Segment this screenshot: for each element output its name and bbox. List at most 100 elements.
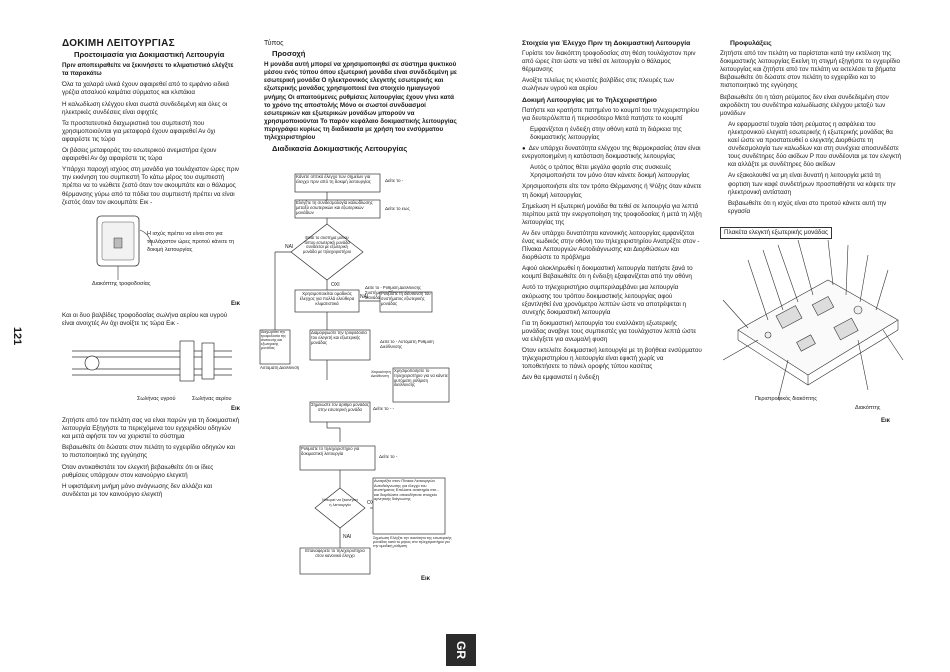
power-note-text: Διαχωρίστε την τροφοδοσία της συσκευής κ… <box>261 330 287 351</box>
check-item: Όλα τα χαλαρά υλικά έχουν αφαιρεθεί από … <box>62 81 230 97</box>
section-title: ΔΟΚΙΜΗ ΛΕΙΤΟΥΡΓΙΑΣ <box>62 38 175 49</box>
liquid-pipe-label: Σωλήνας υγρού <box>137 395 176 402</box>
check-item: Υπάρχει παροχή ισχύος στη μονάδα για του… <box>62 166 239 206</box>
flow-step-3-text: Χρησιμοποιείται ομαδικός έλεγχος για πολ… <box>299 291 355 306</box>
flow-end-note: Σημείωση Ελέγξτε την ικανότητα της εσωτε… <box>373 536 452 549</box>
body-text: Αυτός ο τρόπος θέτει μεγάλο φορτίο στις … <box>530 164 690 180</box>
flow-step-5 <box>309 329 371 361</box>
body-text: Ζητήστε από τον πελάτη να παρίσταται κατ… <box>720 50 900 90</box>
valves-illustration <box>72 340 232 382</box>
flow-step-3 <box>294 289 360 313</box>
auto-address-label: Αυτόματη Διεύθυνση <box>260 366 300 370</box>
flow-step-6 <box>392 367 450 403</box>
type-label: Τύπος <box>264 40 284 47</box>
manual-address-label: Χειροκίνητη Διεύθυνση <box>371 370 391 379</box>
body-text: Αν δεν υπάρχει δυνατότητα κανονικής λειτ… <box>522 229 700 262</box>
no-label: ΟΧΙ <box>331 282 340 288</box>
flow-step-7-text: Σημειώστε τον αριθμό μονάδας στην εσωτερ… <box>311 403 369 412</box>
yes-label: ΝΑΙ <box>343 534 351 540</box>
caution-text: Η μονάδα αυτή μπορεί να χρησιμοποιηθεί σ… <box>264 61 457 142</box>
check-item: Οι βάσεις μεταφοράς του εσωτερικού ανεμι… <box>62 147 217 163</box>
section-heading: Στοιχεία για Έλεγχο Πριν τη Δοκιμαστική … <box>522 40 691 47</box>
flow-step-1 <box>294 173 381 193</box>
language-tab-label: GR <box>454 641 468 659</box>
body-text: Εμφανίζεται η ένδειξη στην οθόνη κατά τη… <box>530 125 682 141</box>
figure-ref: Εικ <box>230 300 240 307</box>
flow-step-5-text: Διαμορφώστε την τροφοδοσία του ελεγκτή κ… <box>311 331 367 345</box>
note-text: Σημείωση Η εξωτερική μονάδα θα τεθεί σε … <box>522 202 702 226</box>
bullet-item: Δεν υπάρχει δυνατότητα ελέγχου της θερμο… <box>522 145 702 161</box>
flow-step-2 <box>294 199 381 219</box>
column-4: Προφυλάξεις Ζητήστε από τον πελάτη να πα… <box>720 40 902 239</box>
flow-side-note: Δείτε το - <box>379 454 398 459</box>
procedure-flowchart: Κάνετε οπτικό έλεγχο των σημείων για έλε… <box>259 173 452 575</box>
body-text: Ζητήστε από τον πελάτη σας να είναι παρώ… <box>62 417 240 441</box>
no-label: ΟΧΙ <box>367 500 376 506</box>
body-text: Βεβαιωθείτε ότι η ισχύς είναι στο προτού… <box>728 199 887 215</box>
flow-step-9-text: Ανατρέξτε στον Πίνακα Λειτουργιών Αυτοδι… <box>374 479 439 501</box>
caution-title: Προσοχή <box>272 49 306 59</box>
flow-step-7 <box>309 401 371 423</box>
intro-text: Πριν αποπειραθείτε να ξεκινήσετε το κλιμ… <box>62 62 234 78</box>
section-heading: Προφυλάξεις <box>730 40 772 47</box>
body-text: Πατήστε και κρατήστε πατημένο το κουμπί … <box>522 106 700 122</box>
body-text: Βεβαιωθείτε ότι η τάση ρεύματος δεν είνα… <box>720 93 889 117</box>
switch-label: Διακόπτης <box>855 405 881 411</box>
flow-decision-1 <box>290 223 364 281</box>
check-item: Και οι δυο βαλβίδες τροφοδοσίας σωλήνα α… <box>62 311 228 327</box>
flow-decision-2 <box>314 487 366 529</box>
column-1: ΔΟΚΙΜΗ ΛΕΙΤΟΥΡΓΙΑΣ Προετοιμασία για Δοκι… <box>62 38 240 502</box>
section-subtitle: Προετοιμασία για Δοκιμαστική Λειτουργία <box>74 50 225 60</box>
gas-pipe-label: Σωλήνας αερίου <box>192 395 232 402</box>
flow-step-10-text: Επαναφέρετε το τηλεχειριστήριο στον κανο… <box>305 549 365 558</box>
column-2: Τύπος Προσοχή Η μονάδα αυτή μπορεί να χρ… <box>264 40 459 156</box>
flow-step-10 <box>299 547 371 575</box>
figure-power-switch: Η ισχύς πρέπει να είναι στο για τουλάχισ… <box>62 210 240 300</box>
power-switch-illustration <box>96 215 153 280</box>
flow-side-note: Δείτε το - - <box>373 406 395 411</box>
section-heading: Δοκιμή Λειτουργίας με το Τηλεχειριστήριο <box>522 96 657 104</box>
control-board-illustration <box>722 240 904 401</box>
flow-step-8 <box>299 445 376 471</box>
body-text: Αυτό το τηλεχειριστήριο συμπεριλαμβάνει … <box>522 284 687 316</box>
body-text: Χρησιμοποιήστε είτε τον τρόπο Θέρμανσης … <box>522 183 702 199</box>
body-text: Γυρίστε τον διακόπτη τροφοδοσίας στη θέσ… <box>522 50 696 74</box>
flow-step-4 <box>379 291 433 313</box>
flow-step-1-text: Κάνετε οπτικό έλεγχο των σημείων για έλε… <box>296 174 371 184</box>
body-text: Ανοίξτε τελείως τις κλειστές βαλβίδες στ… <box>522 77 674 93</box>
flow-step-9 <box>372 477 446 535</box>
body-text: Η υφιστάμενη μνήμη μόνο ανάγνωσης δεν αλ… <box>62 482 213 498</box>
body-text: Δεν θα εμφανιστεί η ένδειξη <box>522 374 600 382</box>
body-text: Για τη δοκιμαστική λειτουργία του εναλλά… <box>522 319 697 343</box>
figure-valves: Σωλήνας υγρού Σωλήνας αερίου <box>62 331 240 405</box>
yes-label: ΝΑΙ <box>360 294 368 300</box>
body-text: Βεβαιωθείτε ότι δώσατε στον πελάτη το εγ… <box>62 444 235 460</box>
rotary-switch-label: Περιστροφικός διακόπτης <box>755 396 818 402</box>
check-item: Τα προστατευτικά διαχωριστικά του συμπιε… <box>62 119 216 143</box>
column-3: Στοιχεία για Έλεγχο Πριν τη Δοκιμαστική … <box>522 40 702 385</box>
page-number: 121 <box>11 326 24 346</box>
flow-step-2-text: Ελέγξτε τη συνδεσμολογία καλωδίωσης μετα… <box>296 200 373 215</box>
flow-step-6-text: Χρησιμοποιήστε το τηλεχειριστήριο για να… <box>394 369 448 388</box>
flow-step-power-note <box>259 329 291 365</box>
check-item: Η καλωδίωση ελέγχου είναι σωστά συνδεδεμ… <box>62 100 228 116</box>
body-text: Αν εφαρμοστεί τυχαία τάση ρεύματος η ασφ… <box>728 120 902 169</box>
flow-side-note: Δείτε το εως <box>385 206 410 211</box>
body-text: Όταν αντικαθιστάτε τον ελεγκτή βεβαιωθεί… <box>62 463 214 479</box>
figure-note: Η ισχύς πρέπει να είναι στο για τουλάχισ… <box>147 230 235 253</box>
board-title: Πλακέτα ελεγκτή εξωτερικής μονάδας <box>720 226 833 239</box>
figure-caption: Διακόπτης τροφοδοσίας <box>92 280 151 287</box>
flow-step-8-text: Ρυθμίστε το τηλεχειριστήριο για δοκιμαστ… <box>301 447 360 456</box>
flow-side-note: Δείτε το - <box>385 178 404 183</box>
flow-decision-1-text: Είναι το σύστημα μονού τύπου εσωτερική μ… <box>303 236 351 254</box>
body-text: Αν εξακολουθεί να μη είναι δυνατή η λειτ… <box>728 172 896 196</box>
flow-title: Διαδικασία Δοκιμαστικής Λειτουργίας <box>272 144 408 154</box>
body-text: Όταν εκτελείτε δοκιμαστική λειτουργία με… <box>522 347 702 371</box>
flow-step-4-text: Ρυθμίστε τη διεύθυνση του συστήματος εξω… <box>381 292 431 306</box>
language-tab: GR <box>446 634 476 666</box>
figure-ref: Εικ <box>880 418 890 424</box>
flow-decision-2-text: Μπορεί να ξεκινήσει η λειτουργία <box>322 498 358 507</box>
figure-ref: Εικ <box>230 405 240 412</box>
figure-ref: Εικ <box>420 576 430 582</box>
yes-label: ΝΑΙ <box>285 244 293 250</box>
